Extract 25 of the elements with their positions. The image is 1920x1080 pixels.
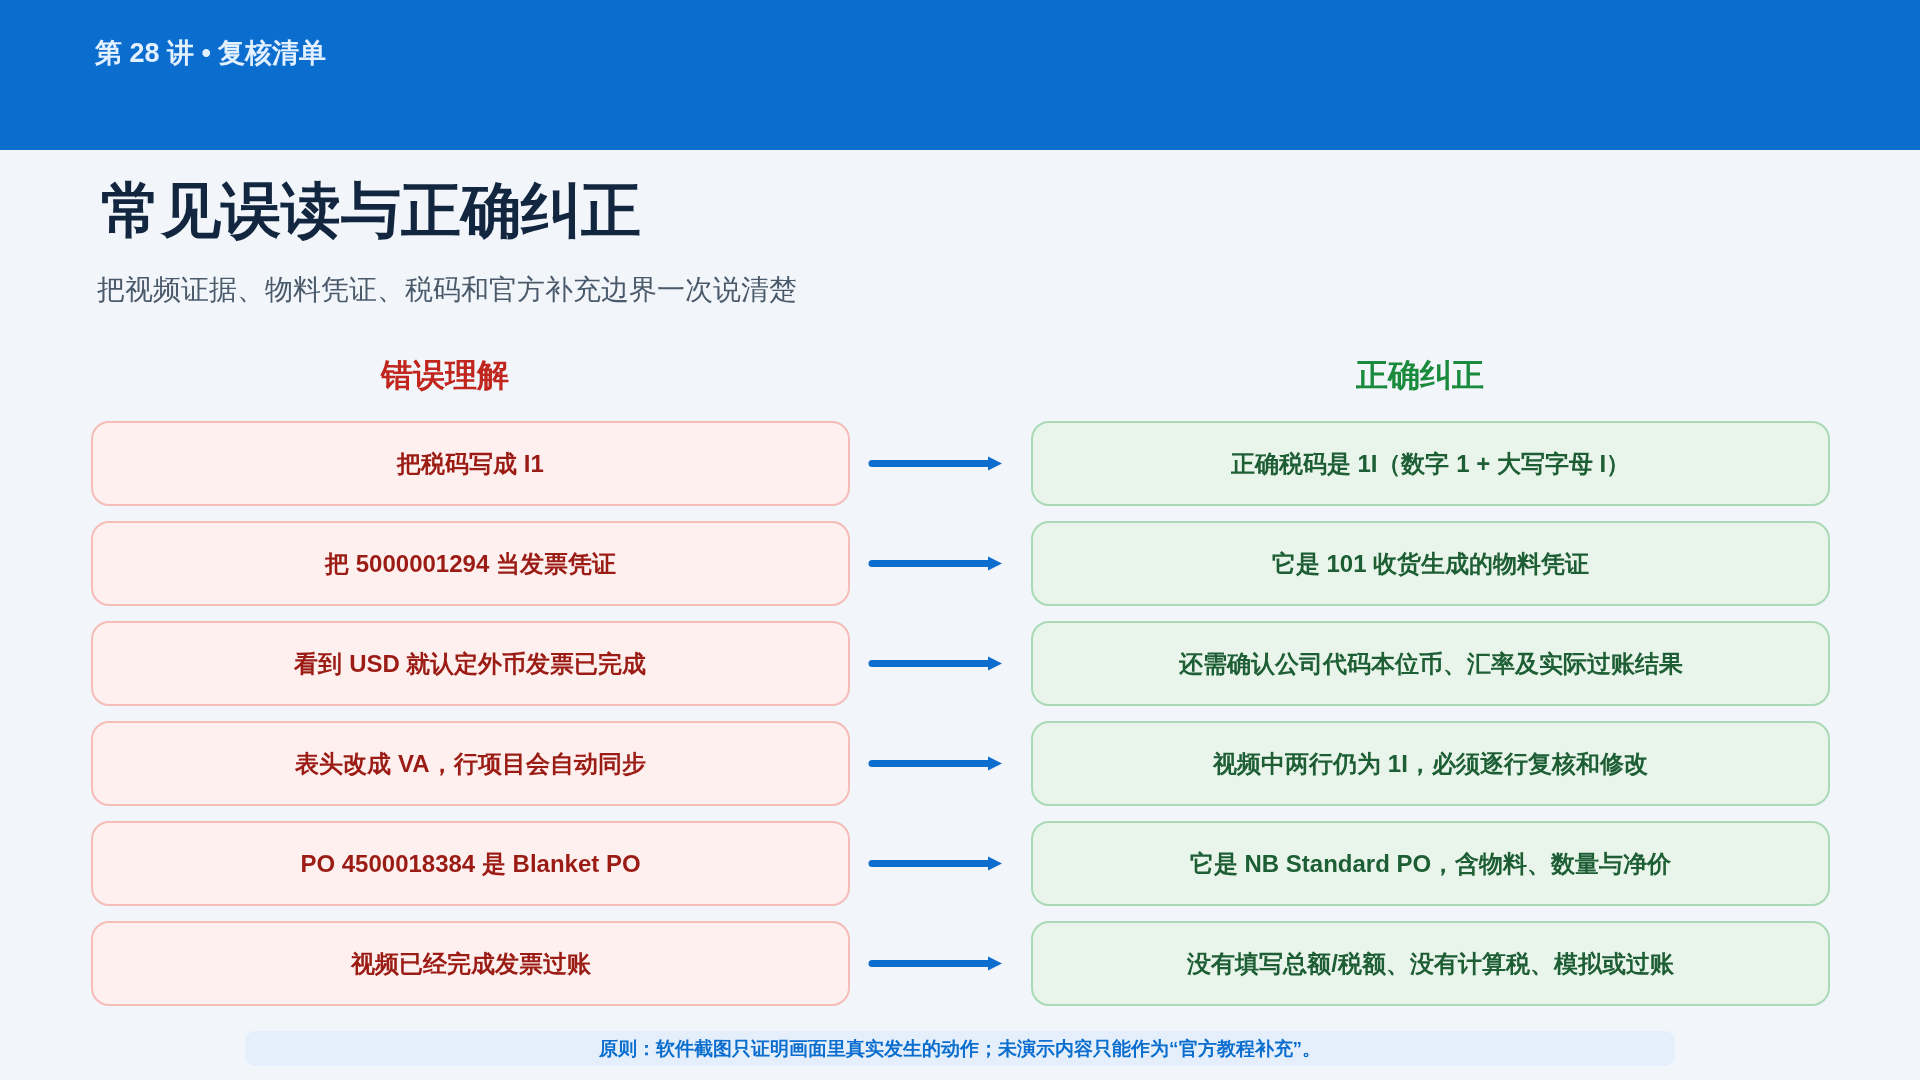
correction-box: 正确税码是 1I（数字 1 + 大写字母 I）: [1031, 421, 1830, 506]
correction-box: 没有填写总额/税额、没有计算税、模拟或过账: [1031, 921, 1830, 1006]
misreading-box: 把 5000001294 当发票凭证: [91, 521, 850, 606]
column-heading: 错误理解: [381, 356, 509, 395]
correction-box: 它是 NB Standard PO，含物料、数量与净价: [1031, 821, 1830, 906]
arrow: [868, 456, 1002, 471]
misreading-box: 看到 USD 就认定外币发票已完成: [91, 621, 850, 706]
arrow: [868, 956, 1002, 971]
header-band: [0, 0, 1920, 150]
arrow: [868, 556, 1002, 571]
subtitle: 把视频证据、物料凭证、税码和官方补充边界一次说清楚: [97, 273, 797, 307]
correction-box: 还需确认公司代码本位币、汇率及实际过账结果: [1031, 621, 1830, 706]
misreading-box: 表头改成 VA，行项目会自动同步: [91, 721, 850, 806]
misreading-box: 把税码写成 I1: [91, 421, 850, 506]
misreading-box: 视频已经完成发票过账: [91, 921, 850, 1006]
arrow: [868, 856, 1002, 871]
correction-box: 它是 101 收货生成的物料凭证: [1031, 521, 1830, 606]
page-title: 常见误读与正确纠正: [101, 176, 641, 246]
misreading-box: PO 4500018384 是 Blanket PO: [91, 821, 850, 906]
column-heading: 正确纠正: [1356, 356, 1484, 395]
note-bar: 原则：软件截图只证明画面里真实发生的动作；未演示内容只能作为“官方教程补充”。: [245, 1031, 1675, 1066]
correction-box: 视频中两行仍为 1I，必须逐行复核和修改: [1031, 721, 1830, 806]
lecture-heading: 第 28 讲 • 复核清单: [95, 37, 327, 70]
arrow: [868, 756, 1002, 771]
arrow: [868, 656, 1002, 671]
